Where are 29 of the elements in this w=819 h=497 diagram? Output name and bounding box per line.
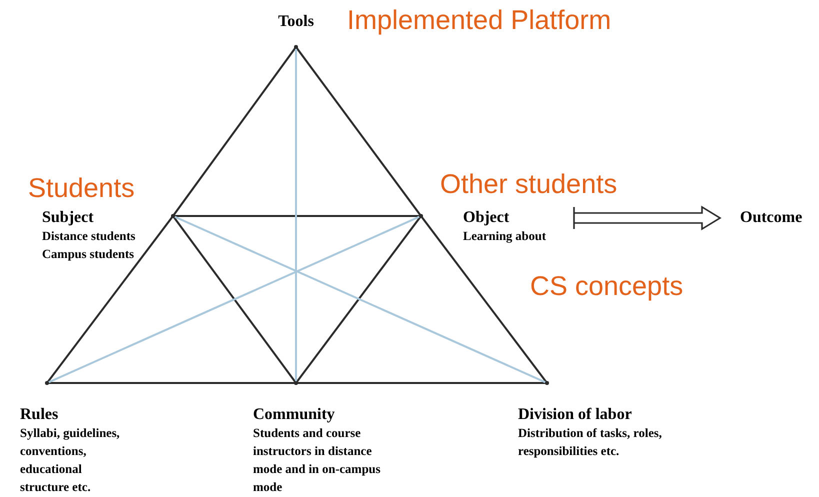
node-description: Students and course instructors in distance mode and in on-campus mode [253,425,382,496]
node-title: Division of labor [518,405,632,424]
connector-line [295,47,297,383]
connector-line [295,215,422,384]
connector-line [172,46,297,217]
annotation-text: CS concepts [530,270,684,302]
node-description: Syllabi, guidelines, conventions, educational structure etc. [20,425,121,496]
node-title: Subject [42,208,94,227]
node-description: Distribution of tasks, roles, responsibilities etc. [518,425,663,460]
connector-line [172,215,297,384]
connector-line [46,215,174,384]
connector-line [420,215,548,384]
node-title: Object [463,208,510,227]
node-description: Distance students Campus students [42,228,136,263]
connector-line [295,46,422,217]
annotation-text: Students [28,172,135,204]
connector-line [47,382,296,384]
annotation-text: Other students [440,168,618,200]
node-description: Learning about [463,228,546,245]
node-title: Rules [20,405,58,424]
node-title: Community [253,405,335,424]
node-title: Tools [278,12,314,31]
block-arrow [573,206,722,230]
connector-line [46,215,422,384]
node-title: Outcome [740,208,802,227]
connector-line [173,215,421,217]
annotation-text: Implemented Platform [347,4,612,36]
connector-line [172,215,548,384]
connector-line [296,382,547,384]
